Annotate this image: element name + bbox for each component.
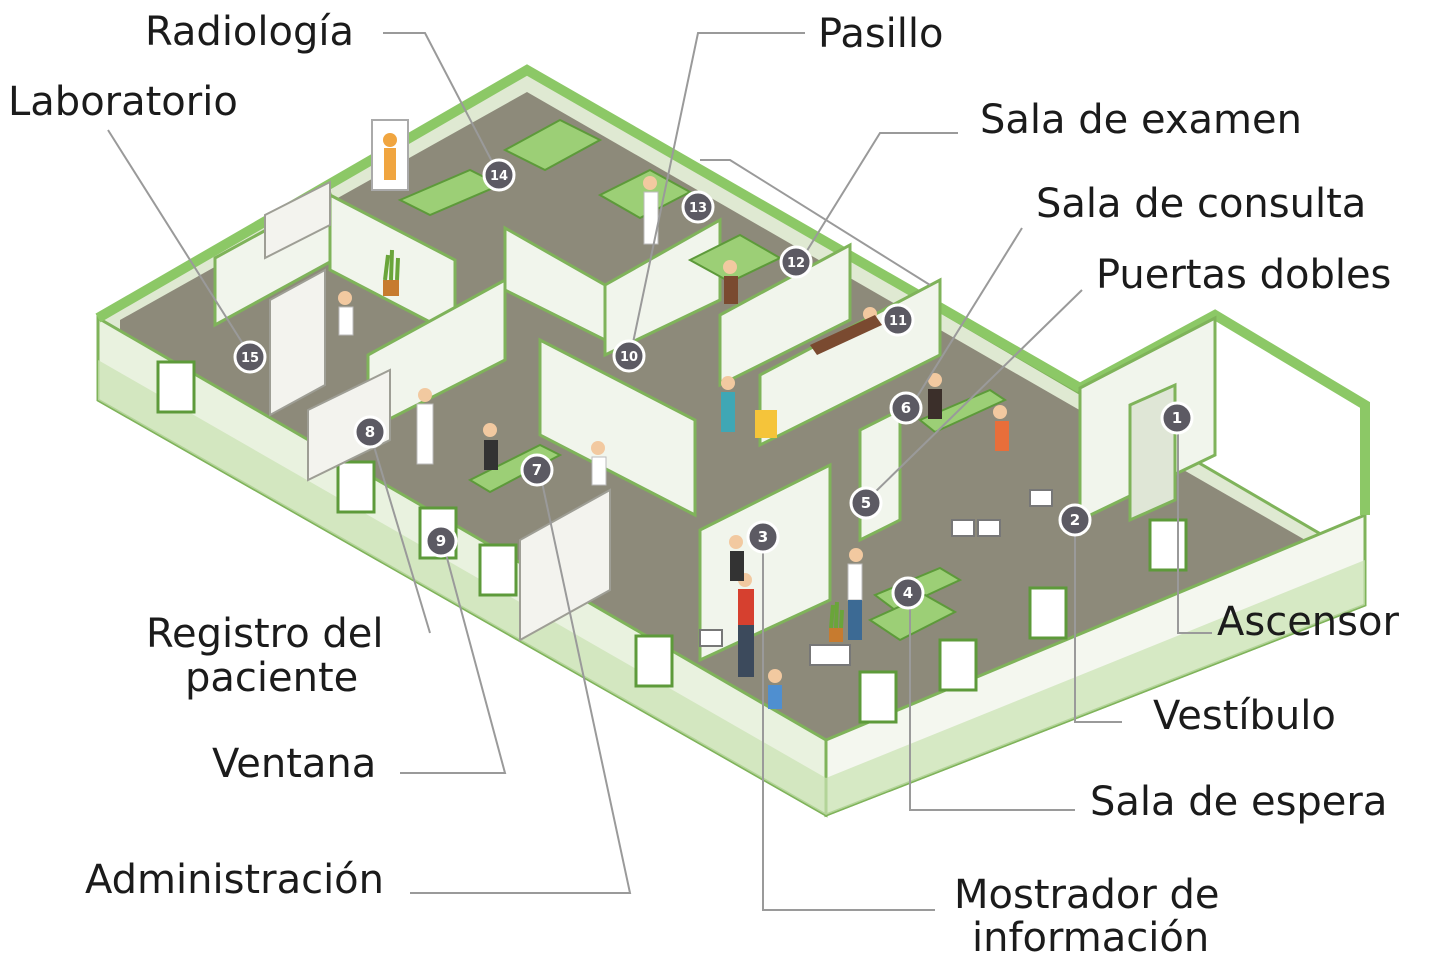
marker-circle bbox=[1058, 503, 1092, 537]
people bbox=[338, 176, 1009, 709]
leader-lines bbox=[107, 32, 1212, 911]
marker-number: 2 bbox=[1070, 511, 1080, 529]
leader-sala-examen bbox=[799, 132, 958, 263]
marker-number: 3 bbox=[758, 528, 768, 546]
leader-sala-espera bbox=[909, 598, 1075, 811]
back-wall bbox=[95, 64, 1083, 393]
marker-circle bbox=[482, 158, 516, 192]
marker-circle bbox=[889, 391, 923, 425]
plants bbox=[383, 249, 844, 642]
marker-11: 11 bbox=[881, 303, 915, 337]
leader-sala-consulta bbox=[906, 227, 1023, 414]
marker-circle bbox=[681, 190, 715, 224]
leader-radiologia bbox=[383, 32, 499, 174]
leader-ascensor bbox=[1177, 418, 1212, 634]
label-laboratorio: Laboratorio bbox=[8, 79, 238, 125]
marker-6: 6 bbox=[889, 391, 923, 425]
waiting-chairs bbox=[699, 489, 1053, 666]
marker-15: 15 bbox=[233, 340, 267, 374]
label-puertas-dobles: Puertas dobles bbox=[1096, 252, 1392, 298]
marker-5: 5 bbox=[849, 486, 883, 520]
leader-mostrador bbox=[762, 540, 935, 911]
marker-7: 7 bbox=[520, 453, 554, 487]
poster-figure-head bbox=[383, 133, 397, 147]
label-mostrador-line1: Mostrador de bbox=[954, 872, 1220, 918]
marker-number: 13 bbox=[689, 201, 707, 216]
label-sala-espera: Sala de espera bbox=[1090, 779, 1388, 825]
marker-circle bbox=[881, 303, 915, 337]
windows bbox=[156, 360, 1188, 724]
leader-pasillo-extra bbox=[700, 159, 931, 286]
label-ventana: Ventana bbox=[212, 741, 377, 787]
label-vestibulo: Vestíbulo bbox=[1153, 693, 1336, 739]
marker-8: 8 bbox=[353, 415, 387, 449]
label-registro-line1: Registro del bbox=[146, 611, 384, 657]
label-pasillo: Pasillo bbox=[818, 11, 944, 57]
marker-circle bbox=[612, 339, 646, 373]
marker-number: 9 bbox=[436, 532, 446, 550]
poster-figure-body bbox=[384, 148, 396, 180]
leader-pasillo bbox=[629, 32, 805, 358]
marker-14: 14 bbox=[482, 158, 516, 192]
marker-circle bbox=[779, 245, 813, 279]
marker-number: 15 bbox=[241, 351, 259, 366]
marker-3: 3 bbox=[746, 520, 780, 554]
marker-circle bbox=[424, 524, 458, 558]
marker-circle bbox=[849, 486, 883, 520]
marker-circle bbox=[746, 520, 780, 554]
leader-administracion bbox=[410, 472, 632, 894]
marker-circle bbox=[891, 576, 925, 610]
marker-9: 9 bbox=[424, 524, 458, 558]
label-sala-consulta: Sala de consulta bbox=[1036, 181, 1367, 227]
label-radiologia: Radiología bbox=[145, 9, 355, 55]
marker-12: 12 bbox=[779, 245, 813, 279]
label-administracion: Administración bbox=[85, 857, 385, 903]
marker-10: 10 bbox=[612, 339, 646, 373]
marker-circle bbox=[233, 340, 267, 374]
leader-registro bbox=[369, 432, 431, 634]
marker-number: 10 bbox=[620, 350, 638, 365]
marker-number: 7 bbox=[532, 461, 542, 479]
wall-band-left bbox=[98, 360, 826, 815]
label-sala-examen: Sala de examen bbox=[980, 97, 1302, 143]
marker-circle bbox=[520, 453, 554, 487]
marker-number: 6 bbox=[901, 399, 911, 417]
marker-number: 8 bbox=[365, 423, 375, 441]
marker-number: 14 bbox=[490, 169, 508, 184]
marker-circle bbox=[353, 415, 387, 449]
wall-band-right bbox=[826, 560, 1365, 815]
marker-circle bbox=[1160, 401, 1194, 435]
leader-puertas-dobles bbox=[869, 289, 1083, 498]
furniture-shelves bbox=[264, 180, 611, 642]
label-mostrador-line2: información bbox=[972, 915, 1210, 961]
marker-13: 13 bbox=[681, 190, 715, 224]
marker-number: 1 bbox=[1172, 409, 1182, 427]
marker-number: 12 bbox=[787, 256, 805, 271]
leader-ventana bbox=[400, 542, 507, 774]
label-ascensor: Ascensor bbox=[1217, 599, 1399, 645]
marker-number: 11 bbox=[889, 314, 907, 329]
marker-2: 2 bbox=[1058, 503, 1092, 537]
marker-number: 5 bbox=[861, 494, 871, 512]
leader-vestibulo bbox=[1074, 526, 1122, 723]
marker-1: 1 bbox=[1160, 401, 1194, 435]
label-registro-line2: paciente bbox=[185, 655, 359, 701]
marker-number: 4 bbox=[903, 584, 913, 602]
leader-laboratorio bbox=[107, 129, 251, 356]
marker-4: 4 bbox=[891, 576, 925, 610]
